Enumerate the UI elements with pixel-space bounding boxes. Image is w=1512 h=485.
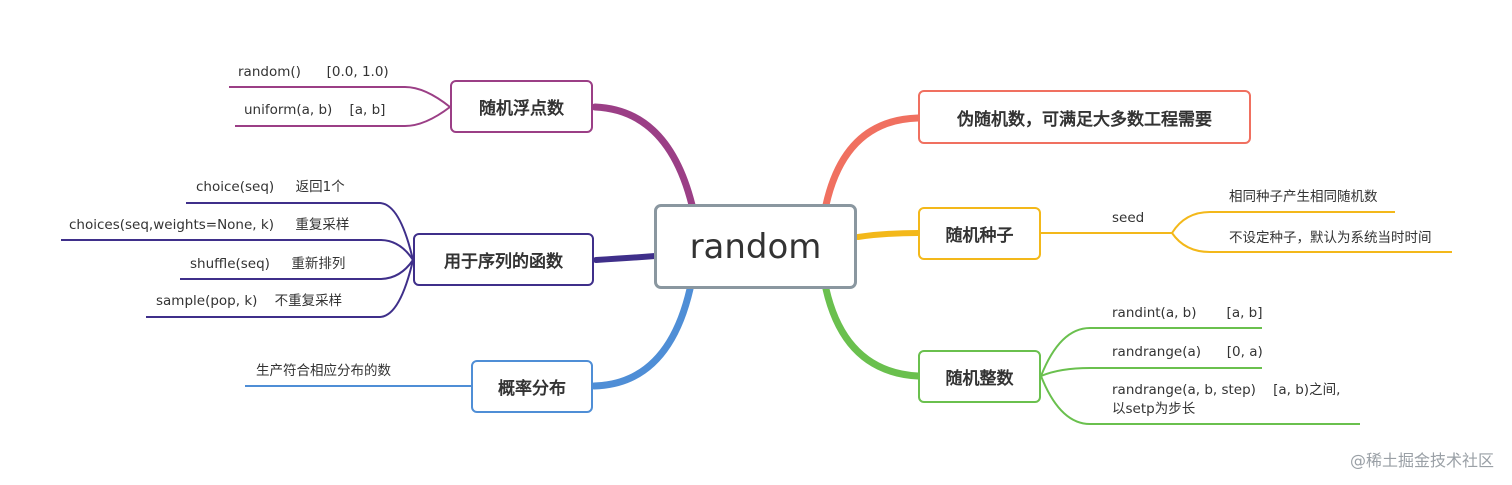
leaf-seed-function[interactable]: seed: [1112, 210, 1145, 226]
leaf-line-seq-2: [61, 239, 414, 261]
leaf-seed-default[interactable]: 不设定种子，默认为系统当时时间: [1229, 230, 1432, 246]
leaf-line-float-1: [229, 86, 451, 108]
leaf-seq-choice[interactable]: choice(seq) 返回1个: [196, 179, 345, 195]
topic-random-integer[interactable]: 随机整数: [918, 350, 1041, 403]
topic-sequence-functions[interactable]: 用于序列的函数: [413, 233, 594, 286]
watermark: @稀土掘金技术社区: [1349, 451, 1494, 470]
leaf-line-seq-3: [180, 259, 414, 280]
leaf-seq-sample[interactable]: sample(pop, k) 不重复采样: [156, 293, 343, 309]
leaf-int-randrange-step-note[interactable]: 以setp为步长: [1112, 401, 1196, 417]
leaf-seed-same[interactable]: 相同种子产生相同随机数: [1229, 189, 1378, 205]
topic-probability-distribution[interactable]: 概率分布: [471, 360, 593, 413]
connector-seq: [593, 253, 658, 263]
leaf-line-seq-1: [186, 202, 414, 261]
leaf-float-uniform[interactable]: uniform(a, b) [a, b]: [244, 102, 386, 118]
topic-random-seed[interactable]: 随机种子: [918, 207, 1041, 260]
leaf-seq-shuffle[interactable]: shuffle(seq) 重新排列: [190, 256, 346, 272]
connector-float: [591, 103, 696, 209]
leaf-seq-choices[interactable]: choices(seq,weights=None, k) 重复采样: [69, 217, 350, 233]
leaf-float-random[interactable]: random() [0.0, 1.0): [238, 64, 389, 80]
connector-int: [822, 285, 922, 380]
leaf-line-int-3: [1040, 375, 1360, 425]
leaf-line-seed-2: [1171, 232, 1452, 253]
connector-prob: [590, 285, 694, 390]
leaf-int-randrange-a[interactable]: randrange(a) [0, a): [1112, 344, 1263, 360]
leaf-prob-generate[interactable]: 生产符合相应分布的数: [256, 363, 391, 379]
topic-float[interactable]: 随机浮点数: [450, 80, 593, 133]
topic-pseudo-random[interactable]: 伪随机数，可满足大多数工程需要: [918, 90, 1251, 144]
connector-pseudo: [822, 114, 922, 209]
leaf-line-int-2: [1040, 367, 1262, 377]
leaf-line-seed-1: [1171, 211, 1395, 234]
leaf-line-seq-4: [146, 259, 414, 318]
connector-seed: [855, 230, 921, 240]
leaf-line-float-2: [235, 106, 451, 127]
leaf-line-int-1: [1040, 327, 1262, 377]
root-topic-random[interactable]: random: [654, 204, 857, 289]
leaf-int-randint[interactable]: randint(a, b) [a, b]: [1112, 305, 1263, 321]
leaf-int-randrange-step[interactable]: randrange(a, b, step) [a, b)之间,: [1112, 382, 1341, 398]
